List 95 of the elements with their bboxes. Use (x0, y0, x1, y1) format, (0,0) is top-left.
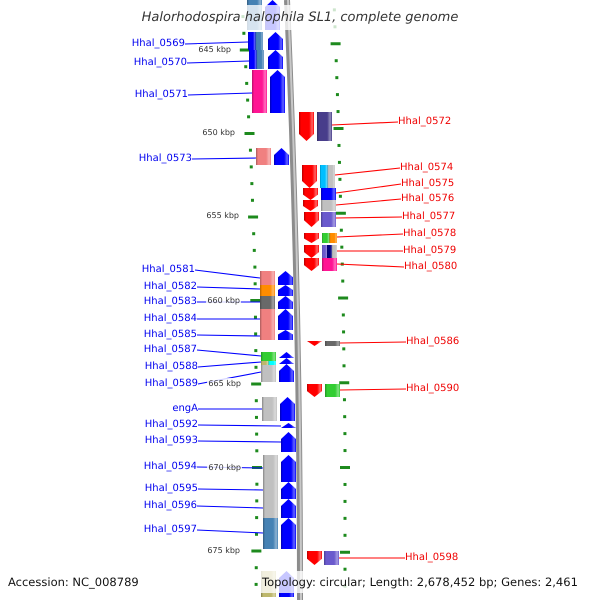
gene-label: Hhal_0595 (144, 483, 198, 495)
tick-label: 655 kbp (205, 210, 240, 222)
gene-label: Hhal_0573 (138, 153, 192, 165)
gene-label: Hhal_0590 (406, 383, 460, 395)
leader-line (336, 263, 404, 268)
gene-label: Hhal_0576 (401, 193, 454, 205)
gene-drawing (304, 212, 336, 227)
gene-label: Hhal_0577 (402, 211, 456, 223)
leader-line (194, 269, 260, 279)
leader-line (339, 557, 405, 559)
gene-drawing (249, 50, 283, 69)
gene-label: Hhal_0586 (406, 336, 460, 348)
gene-label: Hhal_0583 (144, 296, 197, 308)
leader-line (336, 198, 402, 206)
leader-line (337, 250, 403, 252)
gene-drawing (302, 165, 335, 188)
tick-label: 650 kbp (201, 127, 236, 139)
gene-label: Hhal_0593 (144, 435, 198, 447)
gene-drawing (262, 397, 295, 421)
gene-label: Hhal_0571 (134, 89, 188, 101)
gene-label: Hhal_0589 (144, 378, 198, 390)
gene-label: Hhal_0588 (144, 361, 198, 373)
gene-drawing (261, 364, 294, 382)
gene-drawing (304, 233, 337, 243)
gene-label: Hhal_0584 (144, 313, 197, 325)
gene-drawing (256, 148, 289, 165)
leader-line (198, 361, 262, 368)
gene-drawing (261, 352, 294, 361)
gene-label: Hhal_0575 (401, 178, 454, 190)
gene-drawing (304, 258, 337, 271)
gene-label: Hhal_0596 (144, 500, 197, 512)
gene-drawing (260, 285, 293, 296)
leader-line (186, 60, 250, 64)
gene-drawing (281, 432, 296, 452)
leader-line (188, 92, 252, 96)
gene-drawing (307, 384, 340, 397)
gene-drawing (263, 499, 296, 518)
leader-line (197, 334, 260, 337)
gene-label: Hhal_0585 (144, 329, 197, 341)
leader-line (340, 388, 406, 391)
leader-line (196, 529, 264, 534)
gene-drawing (299, 112, 332, 141)
gene-label: Hhal_0598 (405, 552, 458, 564)
leader-line (196, 286, 260, 290)
leader-line (340, 341, 406, 344)
gene-label: Hhal_0574 (400, 162, 454, 174)
gene-drawing (307, 341, 340, 346)
gene-drawing (252, 70, 285, 113)
gene-drawing (260, 330, 293, 340)
gene-label: Hhal_0582 (144, 281, 197, 293)
tick-label: 665 kbp (207, 378, 242, 390)
gene-drawing (263, 455, 296, 482)
gene-label: engA (172, 403, 198, 415)
gene-drawing (303, 188, 336, 200)
leader-line (192, 157, 256, 160)
gene-label: Hhal_0578 (403, 228, 456, 240)
leader-line (198, 440, 281, 443)
gene-label: Hhal_0587 (144, 344, 197, 356)
leader-line (196, 505, 264, 509)
accession-text: Accession: NC_008789 (8, 576, 139, 588)
gene-drawing (304, 245, 337, 258)
gene-label: Hhal_0592 (144, 419, 198, 431)
leader-line (198, 424, 281, 427)
gene-label: Hhal_0597 (144, 524, 197, 536)
leader-line (184, 41, 248, 45)
gene-drawing (307, 551, 339, 565)
gene-drawing (260, 271, 293, 285)
tick-label: 675 kbp (206, 545, 241, 557)
gene-label: Hhal_0572 (398, 116, 452, 128)
gene-label: Hhal_0570 (134, 57, 187, 69)
gene-label: Hhal_0594 (144, 461, 197, 473)
leader-line (336, 233, 404, 238)
leader-line (336, 183, 402, 194)
leader-line (196, 349, 262, 357)
leader-line (197, 318, 260, 320)
leader-line (198, 488, 263, 491)
gene-drawing (281, 423, 296, 428)
gene-drawing (260, 296, 293, 309)
gene-drawing (303, 200, 336, 211)
leader-line (332, 121, 398, 126)
tick-label: 670 kbp (207, 462, 242, 474)
tick-label: 660 kbp (206, 295, 241, 307)
gene-drawing (260, 309, 293, 330)
gene-drawing (263, 482, 296, 499)
tick-label: 645 kbp (197, 44, 232, 56)
leader-line (336, 216, 402, 219)
gene-drawing (261, 358, 294, 365)
leader-line (334, 167, 400, 176)
gene-label: Hhal_0580 (404, 261, 458, 273)
leader-line (198, 408, 262, 410)
gene-label: Hhal_0569 (132, 38, 185, 50)
gene-drawing (248, 32, 283, 50)
gene-label: Hhal_0579 (403, 245, 456, 257)
gene-drawing (263, 518, 296, 549)
gene-label: Hhal_0581 (142, 264, 195, 276)
